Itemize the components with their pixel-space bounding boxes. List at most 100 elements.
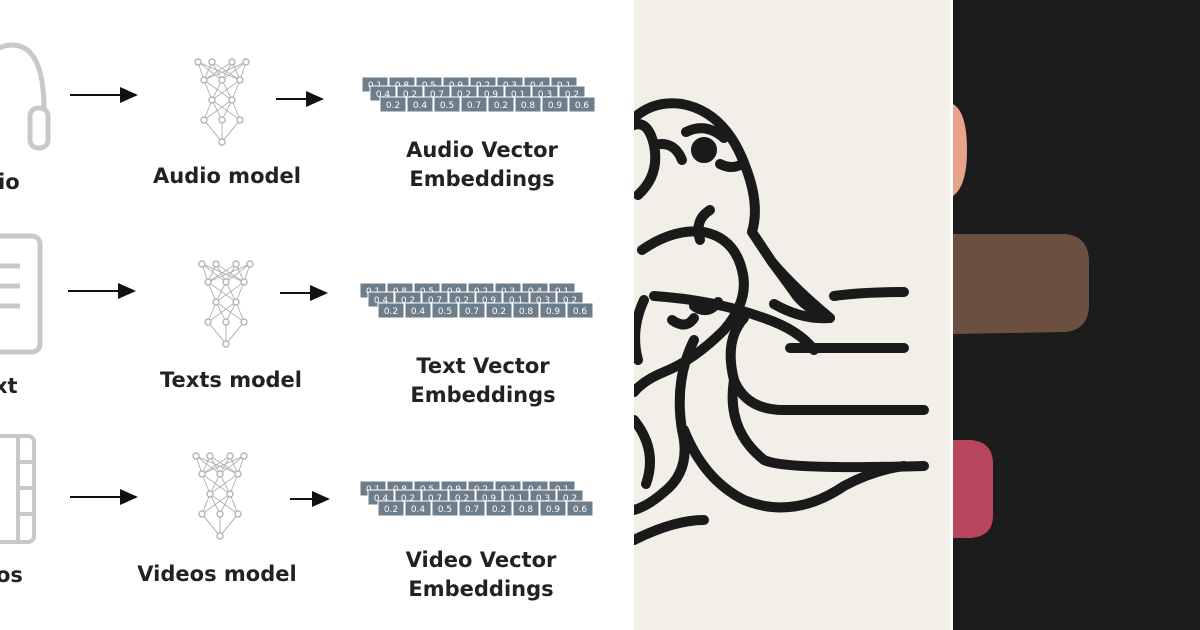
vector-value: 0.2	[563, 494, 577, 504]
vector-value: 0.7	[467, 101, 481, 111]
network-node	[226, 452, 234, 460]
vector-value: 0.2	[565, 90, 579, 100]
vector-value: 0.4	[411, 505, 426, 515]
network-node	[228, 96, 236, 104]
vector-cell	[404, 500, 432, 517]
vector-value: 0.5	[438, 505, 452, 515]
output-label-line2: Embeddings	[410, 383, 556, 407]
network-node	[246, 260, 254, 268]
output-label-line1: Audio Vector	[406, 138, 558, 162]
network-node	[218, 138, 226, 146]
vector-cell	[485, 500, 513, 517]
vector-cell	[433, 96, 461, 113]
input-label-audio: io	[0, 170, 20, 194]
vector-value: 0.9	[482, 296, 497, 306]
network-node	[212, 298, 220, 306]
vector-value: 0.9	[482, 494, 497, 504]
vector-value: 0.2	[457, 90, 471, 100]
parrot-illustration	[634, 0, 950, 630]
neural-network-icon	[198, 260, 254, 348]
vector-value: 0.4	[374, 494, 389, 504]
red-paper-shape	[953, 440, 993, 538]
vector-cell	[512, 302, 540, 319]
vector-value: 0.2	[494, 101, 508, 111]
input-label-text: xt	[0, 374, 18, 398]
vector-value: 0.6	[573, 307, 588, 317]
paper-shapes	[953, 104, 1089, 538]
panel-divider	[950, 0, 953, 630]
output-label-line1: Text Vector	[416, 354, 550, 378]
network-node	[222, 278, 230, 286]
vector-cell	[485, 302, 513, 319]
network-node	[234, 510, 242, 518]
vector-value: 0.4	[374, 296, 389, 306]
vector-value: 0.2	[563, 296, 577, 306]
vector-cell	[566, 500, 594, 517]
vector-value: 0.5	[440, 101, 454, 111]
vector-value: 0.2	[492, 307, 506, 317]
vector-value: 0.2	[403, 90, 417, 100]
network-node	[192, 452, 200, 460]
vector-cell	[566, 302, 594, 319]
vector-cell	[379, 96, 407, 113]
network-node	[218, 76, 226, 84]
network-node	[242, 58, 250, 66]
vector-cell	[568, 96, 596, 113]
model-label-texts: Texts model	[160, 368, 302, 392]
vector-cell	[460, 96, 488, 113]
vector-value: 0.5	[438, 307, 452, 317]
vector-value: 0.6	[573, 505, 588, 515]
vector-cell	[487, 96, 515, 113]
vector-value: 0.7	[428, 296, 442, 306]
network-node	[200, 76, 208, 84]
vector-embedding-stack: 0.10.80.50.90.20.30.40.10.40.20.70.20.90…	[361, 76, 596, 113]
input-label-videos: os	[0, 563, 23, 587]
flow-arrows	[68, 87, 330, 507]
headphones-icon	[0, 42, 51, 151]
document-icon	[0, 233, 43, 355]
vector-value: 0.2	[386, 101, 400, 111]
network-node	[208, 96, 216, 104]
network-node	[194, 58, 202, 66]
vector-value: 0.9	[548, 101, 563, 111]
vector-value: 0.8	[519, 505, 534, 515]
vector-cell	[514, 96, 542, 113]
network-node	[198, 470, 206, 478]
network-node	[206, 452, 214, 460]
network-node	[216, 510, 224, 518]
vector-value: 0.9	[546, 505, 561, 515]
vector-embedding-stack: 0.10.80.50.90.20.30.40.10.40.20.70.20.90…	[359, 282, 594, 319]
vector-value: 0.1	[509, 494, 523, 504]
output-label-text: Text Vector Embeddings	[393, 352, 573, 410]
vector-value: 0.9	[484, 90, 499, 100]
network-node	[208, 58, 216, 66]
network-node	[232, 298, 240, 306]
vector-cell	[431, 500, 459, 517]
vector-value: 0.7	[428, 494, 442, 504]
vector-value: 0.2	[401, 494, 415, 504]
vector-value: 0.2	[384, 307, 398, 317]
network-node	[218, 116, 226, 124]
vector-value: 0.3	[536, 494, 550, 504]
model-label-videos: Videos model	[137, 562, 297, 586]
network-node	[212, 260, 220, 268]
vector-value: 0.3	[536, 296, 550, 306]
network-node	[228, 58, 236, 66]
paper-shapes-photo	[953, 0, 1200, 630]
network-node	[204, 318, 212, 326]
vector-value: 0.4	[376, 90, 391, 100]
vector-value: 0.1	[511, 90, 525, 100]
vector-cell	[404, 302, 432, 319]
network-node	[222, 318, 230, 326]
film-icon	[0, 434, 36, 544]
output-label-video: Video Vector Embeddings	[391, 546, 571, 604]
network-node	[240, 318, 248, 326]
network-node	[198, 260, 206, 268]
network-node	[204, 278, 212, 286]
vector-value: 0.7	[430, 90, 444, 100]
vector-cell	[512, 500, 540, 517]
network-node	[234, 470, 242, 478]
network-node	[226, 490, 234, 498]
output-label-line2: Embeddings	[408, 577, 554, 601]
network-node	[240, 278, 248, 286]
